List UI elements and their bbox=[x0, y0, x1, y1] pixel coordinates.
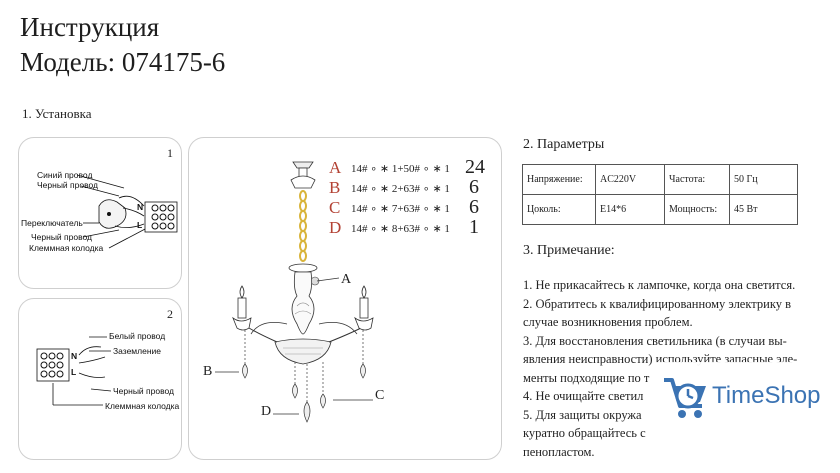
watermark-text: TimeShop bbox=[712, 382, 821, 409]
table-cell: Частота: bbox=[664, 164, 730, 195]
note-line: случае возникновения проблем. bbox=[523, 315, 693, 329]
label-black-wire-2: Черный провод bbox=[31, 232, 93, 242]
part-letter: B bbox=[329, 178, 341, 197]
parts-row: A 14# ∘ ∗ 1+50# ∘ ∗ 1 24 bbox=[329, 156, 489, 180]
document-title: Инструкция bbox=[20, 12, 160, 42]
shopping-cart-clock-icon bbox=[664, 378, 706, 418]
table-cell: E14*6 bbox=[595, 194, 665, 225]
table-cell: AC220V bbox=[595, 164, 665, 195]
panel-number: 1 bbox=[167, 146, 173, 160]
note-line: 5. Для защиты окружа bbox=[523, 407, 642, 422]
terminal-letter-l: L bbox=[71, 367, 77, 377]
notes-list: 1. Не прикасайтесь к лампочке, когда она… bbox=[523, 276, 823, 461]
label-ground: Заземление bbox=[113, 346, 161, 356]
table-cell: 50 Гц bbox=[729, 164, 798, 195]
label-terminal-block: Клеммная колодка bbox=[29, 243, 104, 253]
part-spec: 14# ∘ ∗ 2+63# ∘ ∗ 1 bbox=[351, 183, 450, 195]
note-line: 4. Не очищайте светил bbox=[523, 389, 644, 403]
notes-heading: 3. Примечание: bbox=[523, 243, 615, 258]
part-count: 6 bbox=[469, 196, 479, 218]
note-line: 3. Для восстановления светильника (в слу… bbox=[523, 333, 787, 348]
part-letter: A bbox=[329, 158, 342, 177]
table-cell: Мощность: bbox=[664, 194, 730, 225]
label-b: B bbox=[203, 364, 213, 379]
label-white-wire: Белый провод bbox=[109, 331, 166, 341]
parts-row: C 14# ∘ ∗ 7+63# ∘ ∗ 1 6 bbox=[329, 196, 489, 220]
note-line: пенопластом. bbox=[523, 444, 595, 459]
wiring-diagram-2 bbox=[36, 336, 112, 406]
label-black-wire: Черный провод bbox=[113, 386, 175, 396]
label-switch: Переключатель bbox=[21, 218, 83, 228]
part-count: 6 bbox=[469, 176, 479, 198]
part-letter: C bbox=[329, 198, 341, 217]
wiring-panel-2: 2 Белый провод Заземление Черный провод … bbox=[18, 298, 182, 460]
model-number: Модель: 074175-6 bbox=[20, 47, 226, 77]
part-letter: D bbox=[329, 218, 342, 237]
wiring-panel-1: 1 Синий провод Черный провод Переключате… bbox=[18, 137, 182, 289]
chandelier-drawing bbox=[215, 161, 374, 423]
note-line: менты подходящие по т bbox=[523, 370, 650, 385]
parts-row: B 14# ∘ ∗ 2+63# ∘ ∗ 1 6 bbox=[329, 176, 489, 200]
label-c: C bbox=[375, 388, 385, 403]
part-spec: 14# ∘ ∗ 1+50# ∘ ∗ 1 bbox=[351, 163, 450, 175]
table-cell: 45 Вт bbox=[729, 194, 798, 225]
timeshop-watermark: TimeShop bbox=[652, 362, 838, 434]
parts-row: D 14# ∘ ∗ 8+63# ∘ ∗ 1 1 bbox=[329, 216, 489, 240]
part-count: 1 bbox=[469, 216, 479, 238]
label-a: A bbox=[341, 272, 352, 287]
label-black-wire: Черный провод bbox=[37, 180, 99, 190]
part-spec: 14# ∘ ∗ 7+63# ∘ ∗ 1 bbox=[351, 203, 450, 215]
label-d: D bbox=[261, 404, 272, 419]
terminal-letter-n: N bbox=[137, 202, 144, 212]
label-blue-wire: Синий провод bbox=[37, 170, 93, 180]
part-count: 24 bbox=[465, 156, 485, 178]
wiring-diagram-1 bbox=[76, 174, 178, 249]
params-table: Напряжение: AC220V Частота: 50 Гц Цоколь… bbox=[522, 164, 798, 225]
table-cell: Цоколь: bbox=[522, 194, 596, 225]
params-heading: 2. Параметры bbox=[523, 137, 605, 152]
note-line: 2. Обратитесь к квалифицированному элект… bbox=[523, 296, 791, 311]
note-line: куратно обращайтесь с bbox=[523, 426, 646, 440]
label-terminal-block: Клеммная колодка bbox=[105, 401, 180, 411]
part-spec: 14# ∘ ∗ 8+63# ∘ ∗ 1 bbox=[351, 223, 450, 235]
install-heading: 1. Установка bbox=[22, 106, 92, 121]
table-row: Цоколь: E14*6 Мощность: 45 Вт bbox=[522, 194, 798, 225]
chandelier-panel: A 14# ∘ ∗ 1+50# ∘ ∗ 1 24 B 14# ∘ ∗ 2+63#… bbox=[188, 137, 502, 460]
table-cell: Напряжение: bbox=[522, 164, 596, 195]
note-line: 1. Не прикасайтесь к лампочке, когда она… bbox=[523, 278, 796, 292]
terminal-letter-l: L bbox=[137, 220, 143, 230]
panel-number: 2 bbox=[167, 307, 173, 321]
terminal-letter-n: N bbox=[71, 351, 78, 361]
table-row: Напряжение: AC220V Частота: 50 Гц bbox=[522, 164, 798, 195]
